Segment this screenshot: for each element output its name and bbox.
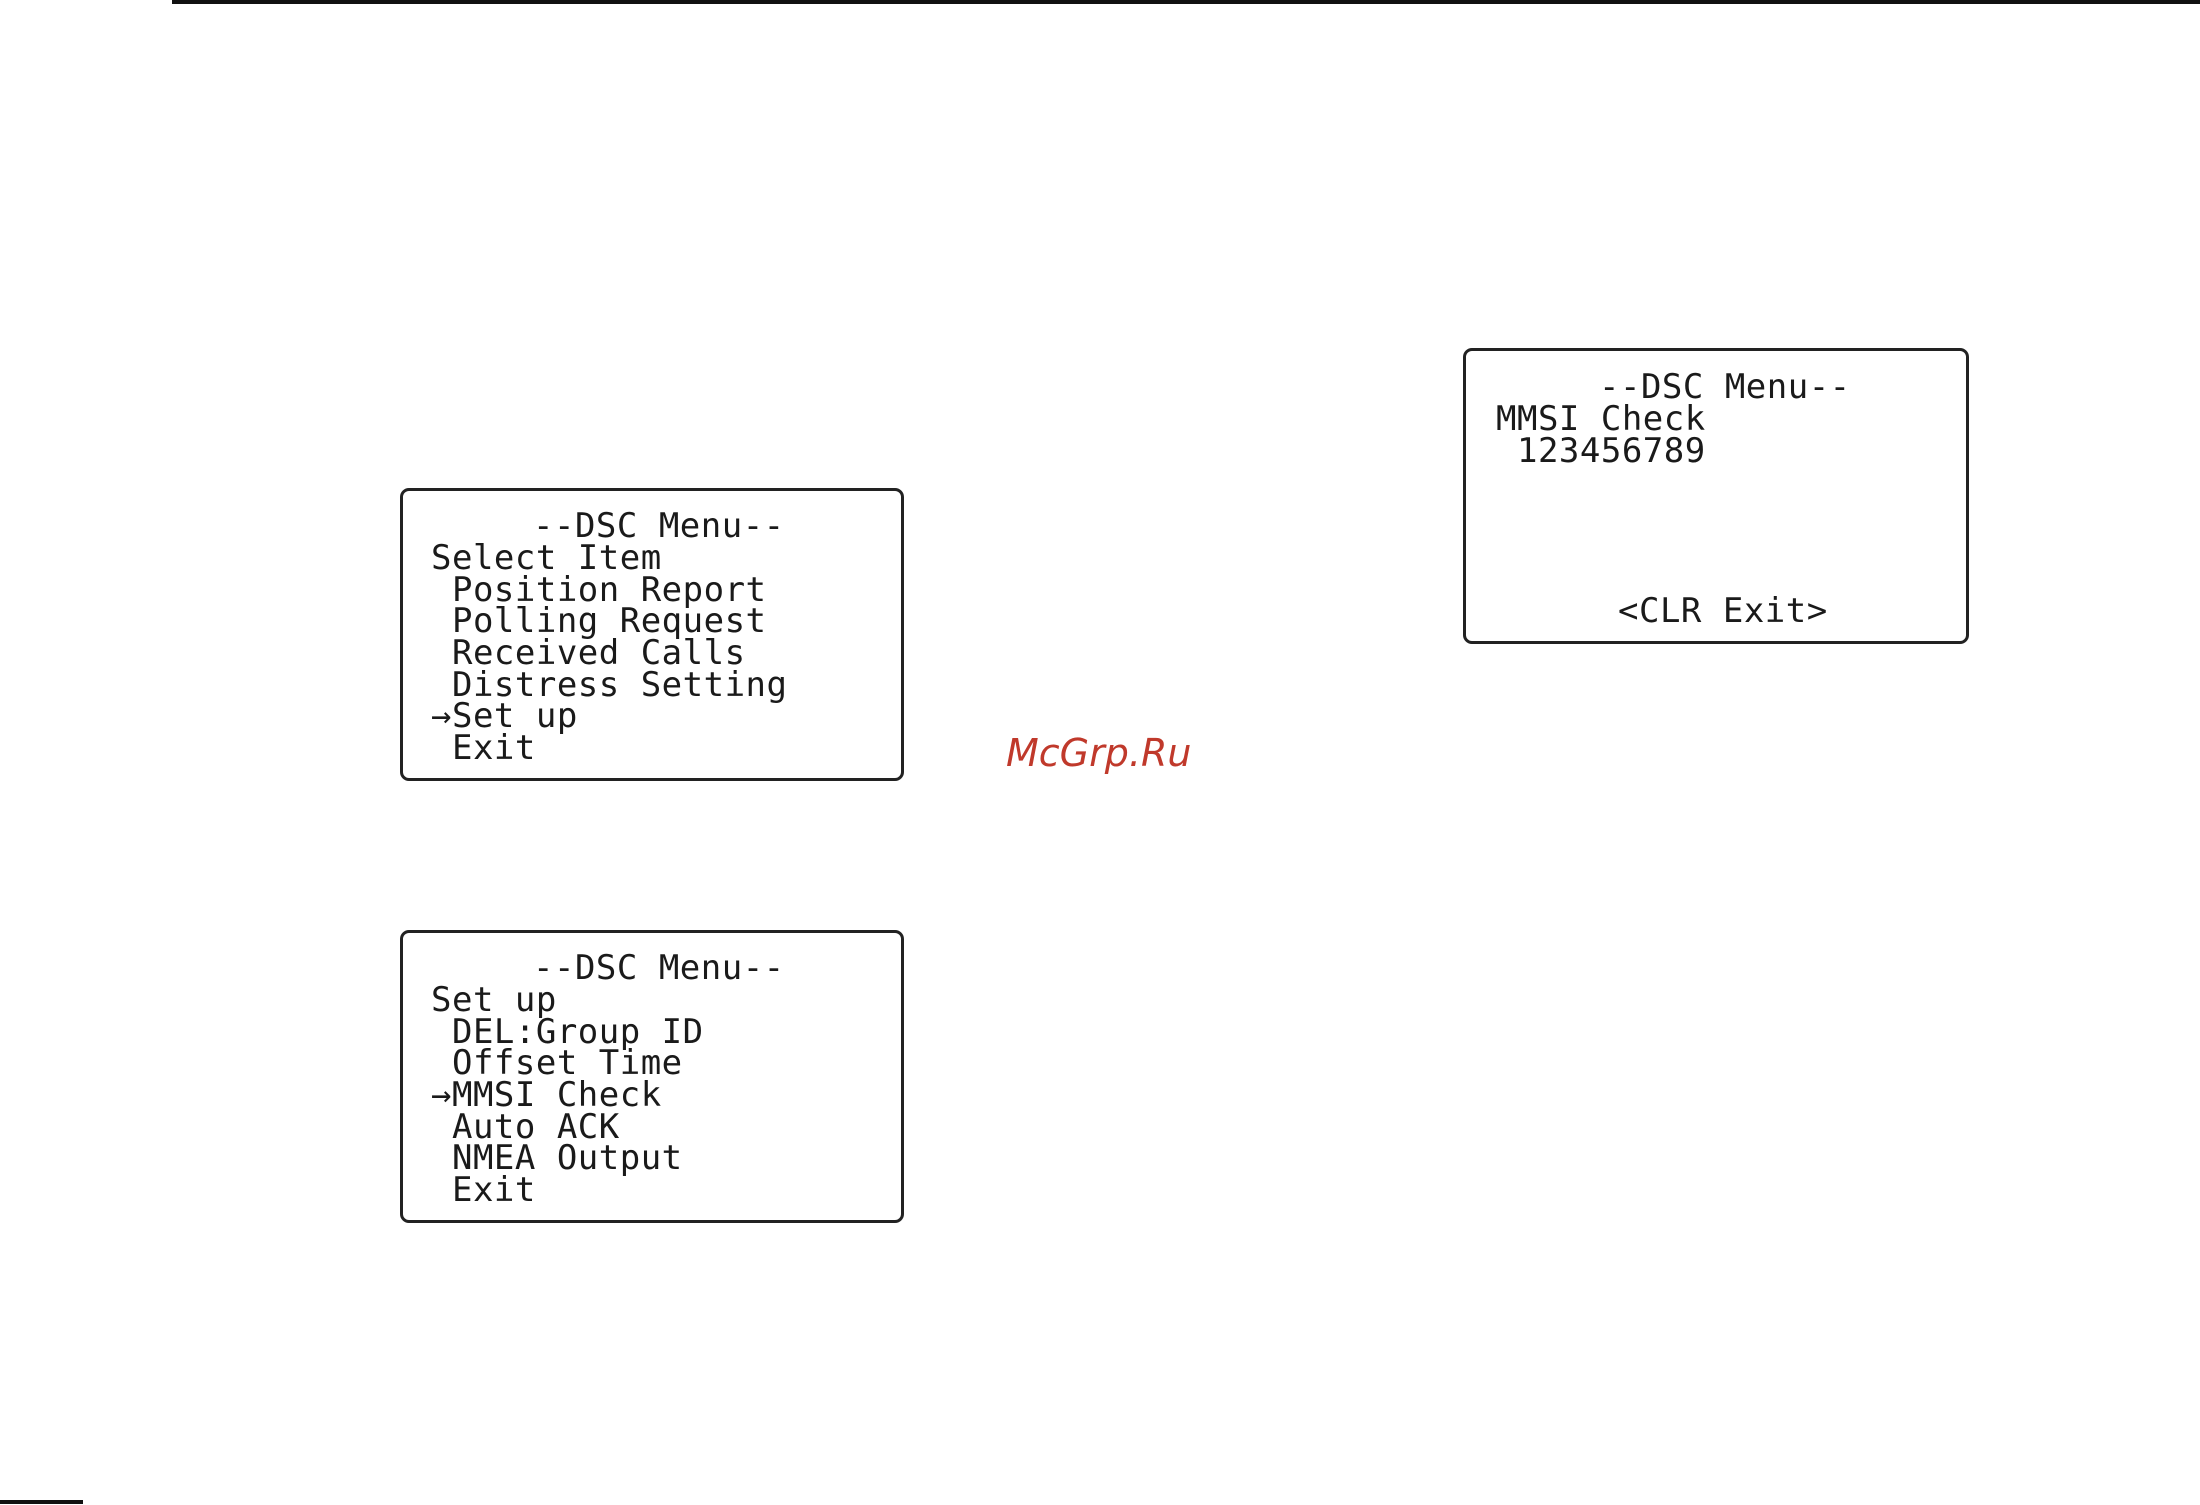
lcd-screen-mmsi-check: --DSC Menu-- MMSI Check 123456789 <CLR E… — [1463, 348, 1969, 644]
mmsi-number: 123456789 — [1496, 434, 1706, 468]
menu-item-exit: Exit — [431, 1173, 536, 1207]
lcd-screen-select-item: --DSC Menu-- Select Item Position Report… — [400, 488, 904, 781]
lcd-title: --DSC Menu-- — [533, 951, 785, 985]
top-rule — [172, 0, 2200, 4]
lcd-footer-clr-exit: <CLR Exit> — [1618, 594, 1828, 628]
bottom-rule — [0, 1500, 83, 1504]
lcd-screen-set-up: --DSC Menu-- Set up DEL:Group ID Offset … — [400, 930, 904, 1223]
menu-item-exit: Exit — [431, 731, 536, 765]
watermark: McGrp.Ru — [1006, 731, 1191, 775]
